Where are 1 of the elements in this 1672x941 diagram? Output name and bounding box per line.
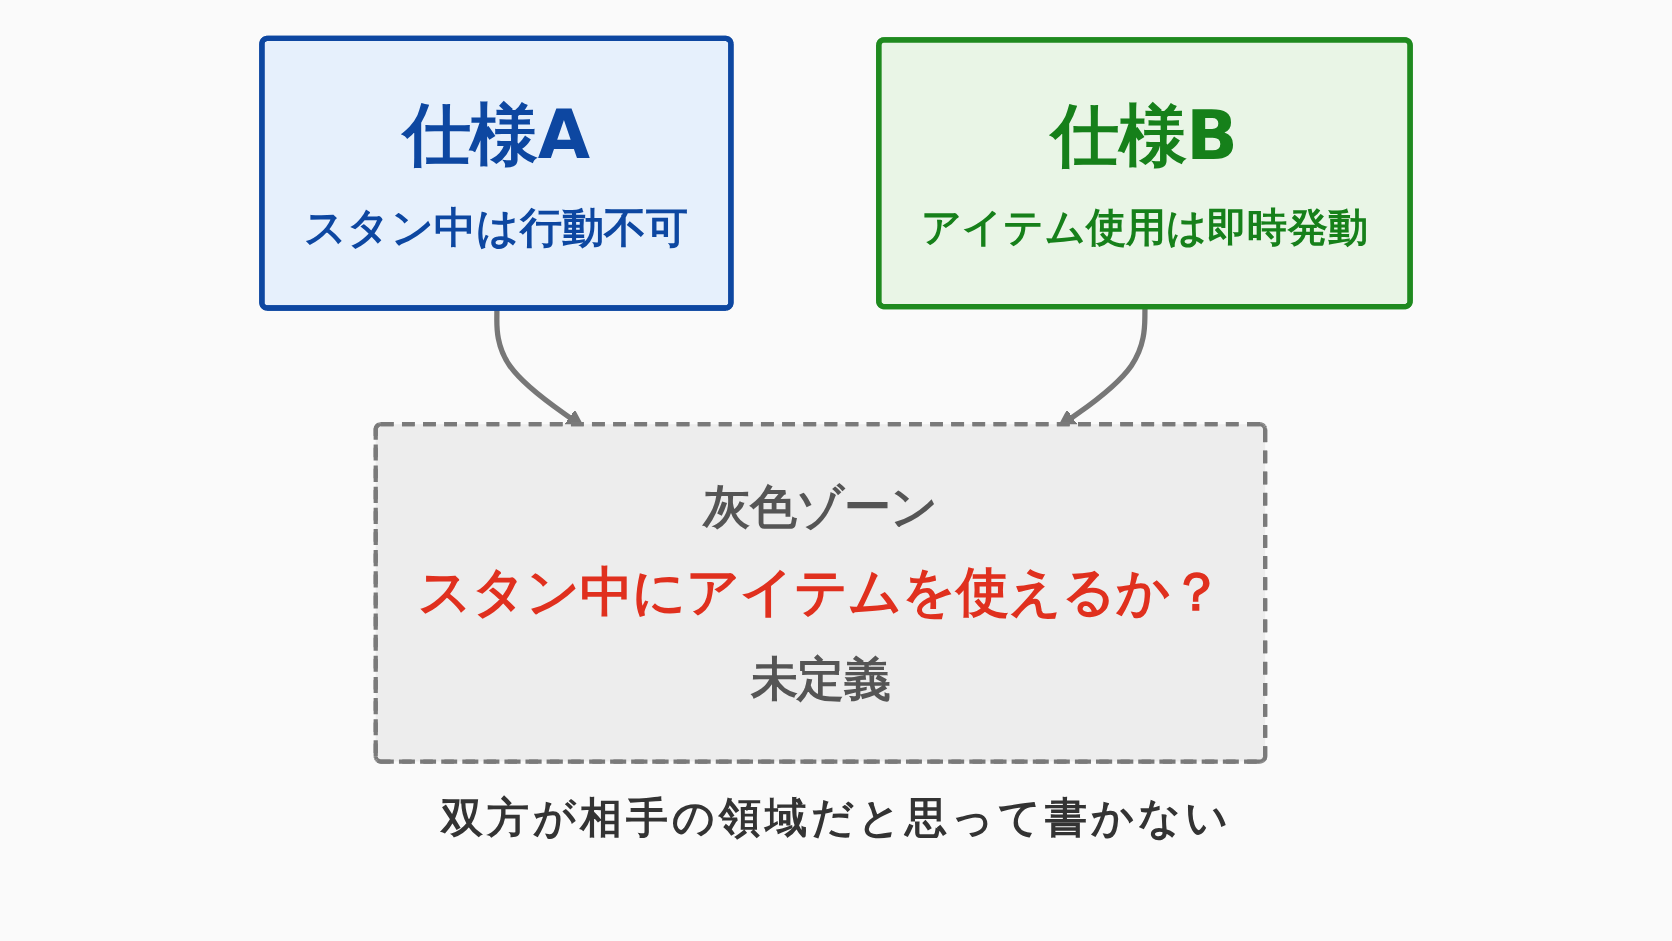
- caption: 双方が相手の領域だと思って書かない: [440, 793, 1232, 842]
